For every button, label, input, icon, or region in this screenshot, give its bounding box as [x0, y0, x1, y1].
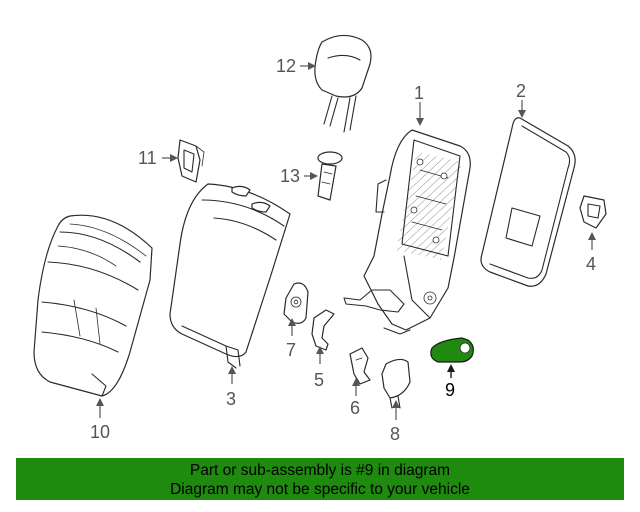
callout-13: 13	[280, 166, 300, 186]
part-4-bracket	[579, 195, 607, 229]
part-11-clip	[177, 139, 205, 183]
leader-lines	[96, 62, 596, 420]
parts-diagram: 1 2 3 4 5 6 7 8 9 10 11 12 13	[33, 34, 607, 444]
part-2-rear-cover-panel	[480, 117, 576, 287]
callout-1: 1	[414, 83, 424, 103]
callout-5: 5	[314, 370, 324, 390]
banner-line-disclaimer: Diagram may not be specific to your vehi…	[170, 481, 470, 498]
callout-11: 11	[138, 148, 157, 168]
callout-7: 7	[286, 340, 296, 360]
callout-9: 9	[445, 380, 455, 400]
part-3-seat-back-panel	[169, 183, 291, 369]
callout-3: 3	[226, 389, 236, 409]
part-1-seat-frame	[343, 129, 471, 335]
part-7-hinge-cover	[283, 282, 309, 324]
part-6-clip	[349, 347, 371, 385]
banner-line-part: Part or sub-assembly is #9 in diagram	[189, 462, 451, 479]
callout-6: 6	[350, 398, 360, 418]
callout-10: 10	[90, 422, 110, 442]
callout-4: 4	[586, 254, 596, 274]
part-8-cover-cap	[381, 358, 411, 409]
callout-2: 2	[516, 81, 526, 101]
callout-8: 8	[390, 424, 400, 444]
info-banner: Part or sub-assembly is #9 in diagram Di…	[16, 458, 624, 500]
part-5-bracket	[311, 309, 335, 351]
part-12-headrest	[314, 34, 372, 133]
callout-12: 12	[276, 56, 296, 76]
part-10-seat-back-cushion	[33, 214, 153, 397]
part-9-release-handle	[430, 337, 474, 363]
part-13-guide-sleeve	[317, 151, 343, 201]
